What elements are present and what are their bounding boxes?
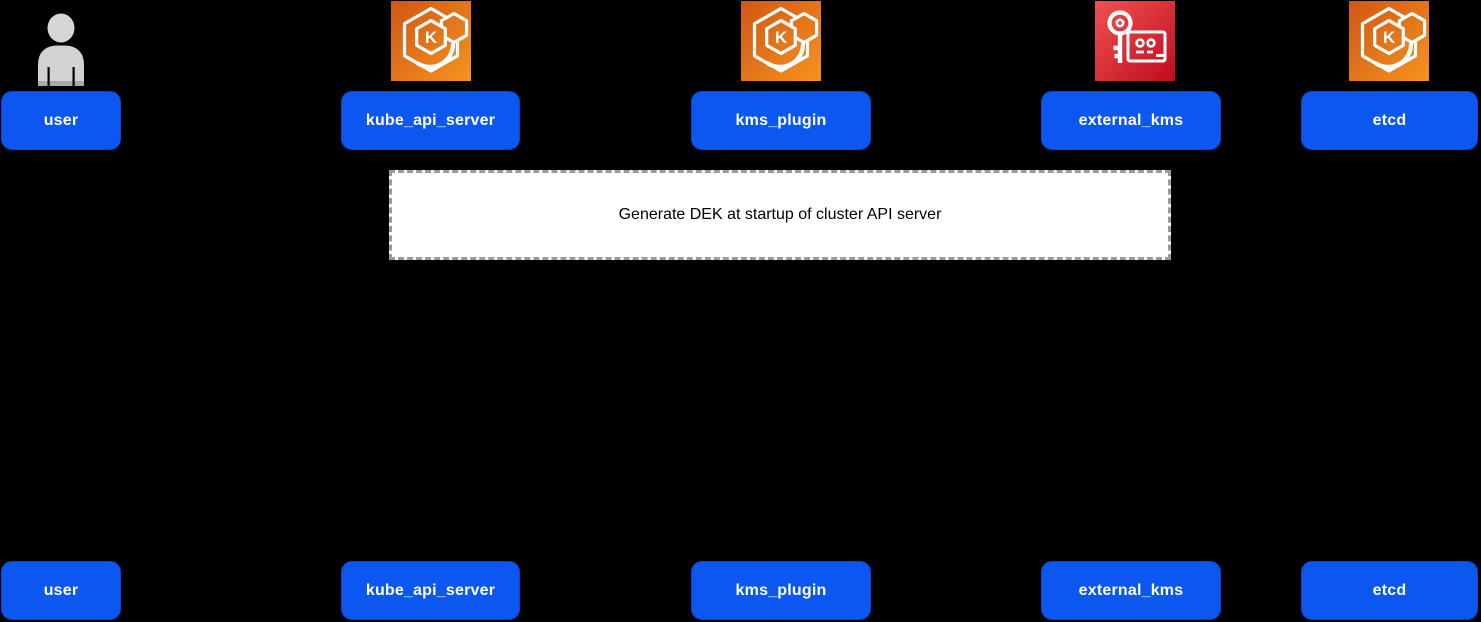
participant-label: user [43, 581, 79, 599]
participant-label: etcd [1372, 581, 1407, 599]
participant-label: kube_api_server [365, 581, 496, 599]
participant-top-etcd: etcd [1301, 91, 1478, 150]
participant-label: external_kms [1078, 581, 1184, 599]
eks-kubernetes-icon: K [391, 1, 471, 81]
participant-bottom-user: user [1, 561, 121, 620]
participant-top-user: user [1, 91, 121, 150]
note-text: Generate DEK at startup of cluster API s… [618, 206, 942, 223]
participant-label: kms_plugin [735, 111, 827, 129]
participant-label: kube_api_server [365, 111, 496, 129]
svg-text:K: K [1383, 28, 1396, 47]
participant-bottom-external-kms: external_kms [1041, 561, 1221, 620]
participant-top-external-kms: external_kms [1041, 91, 1221, 150]
kms-key-icon [1095, 1, 1175, 81]
participant-label: external_kms [1078, 111, 1184, 129]
participant-label: etcd [1372, 111, 1407, 129]
participant-bottom-kms-plugin: kms_plugin [691, 561, 871, 620]
participant-bottom-kube-api-server: kube_api_server [341, 561, 520, 620]
eks-kubernetes-icon: K [741, 1, 821, 81]
participant-top-kube-api-server: kube_api_server [341, 91, 520, 150]
eks-kubernetes-icon: K [1349, 1, 1429, 81]
svg-text:K: K [775, 28, 788, 47]
participant-top-kms-plugin: kms_plugin [691, 91, 871, 150]
person-icon [28, 9, 94, 87]
svg-text:K: K [425, 28, 438, 47]
participant-label: user [43, 111, 79, 129]
participant-bottom-etcd: etcd [1301, 561, 1478, 620]
note-box: Generate DEK at startup of cluster API s… [389, 170, 1171, 260]
participant-label: kms_plugin [735, 581, 827, 599]
